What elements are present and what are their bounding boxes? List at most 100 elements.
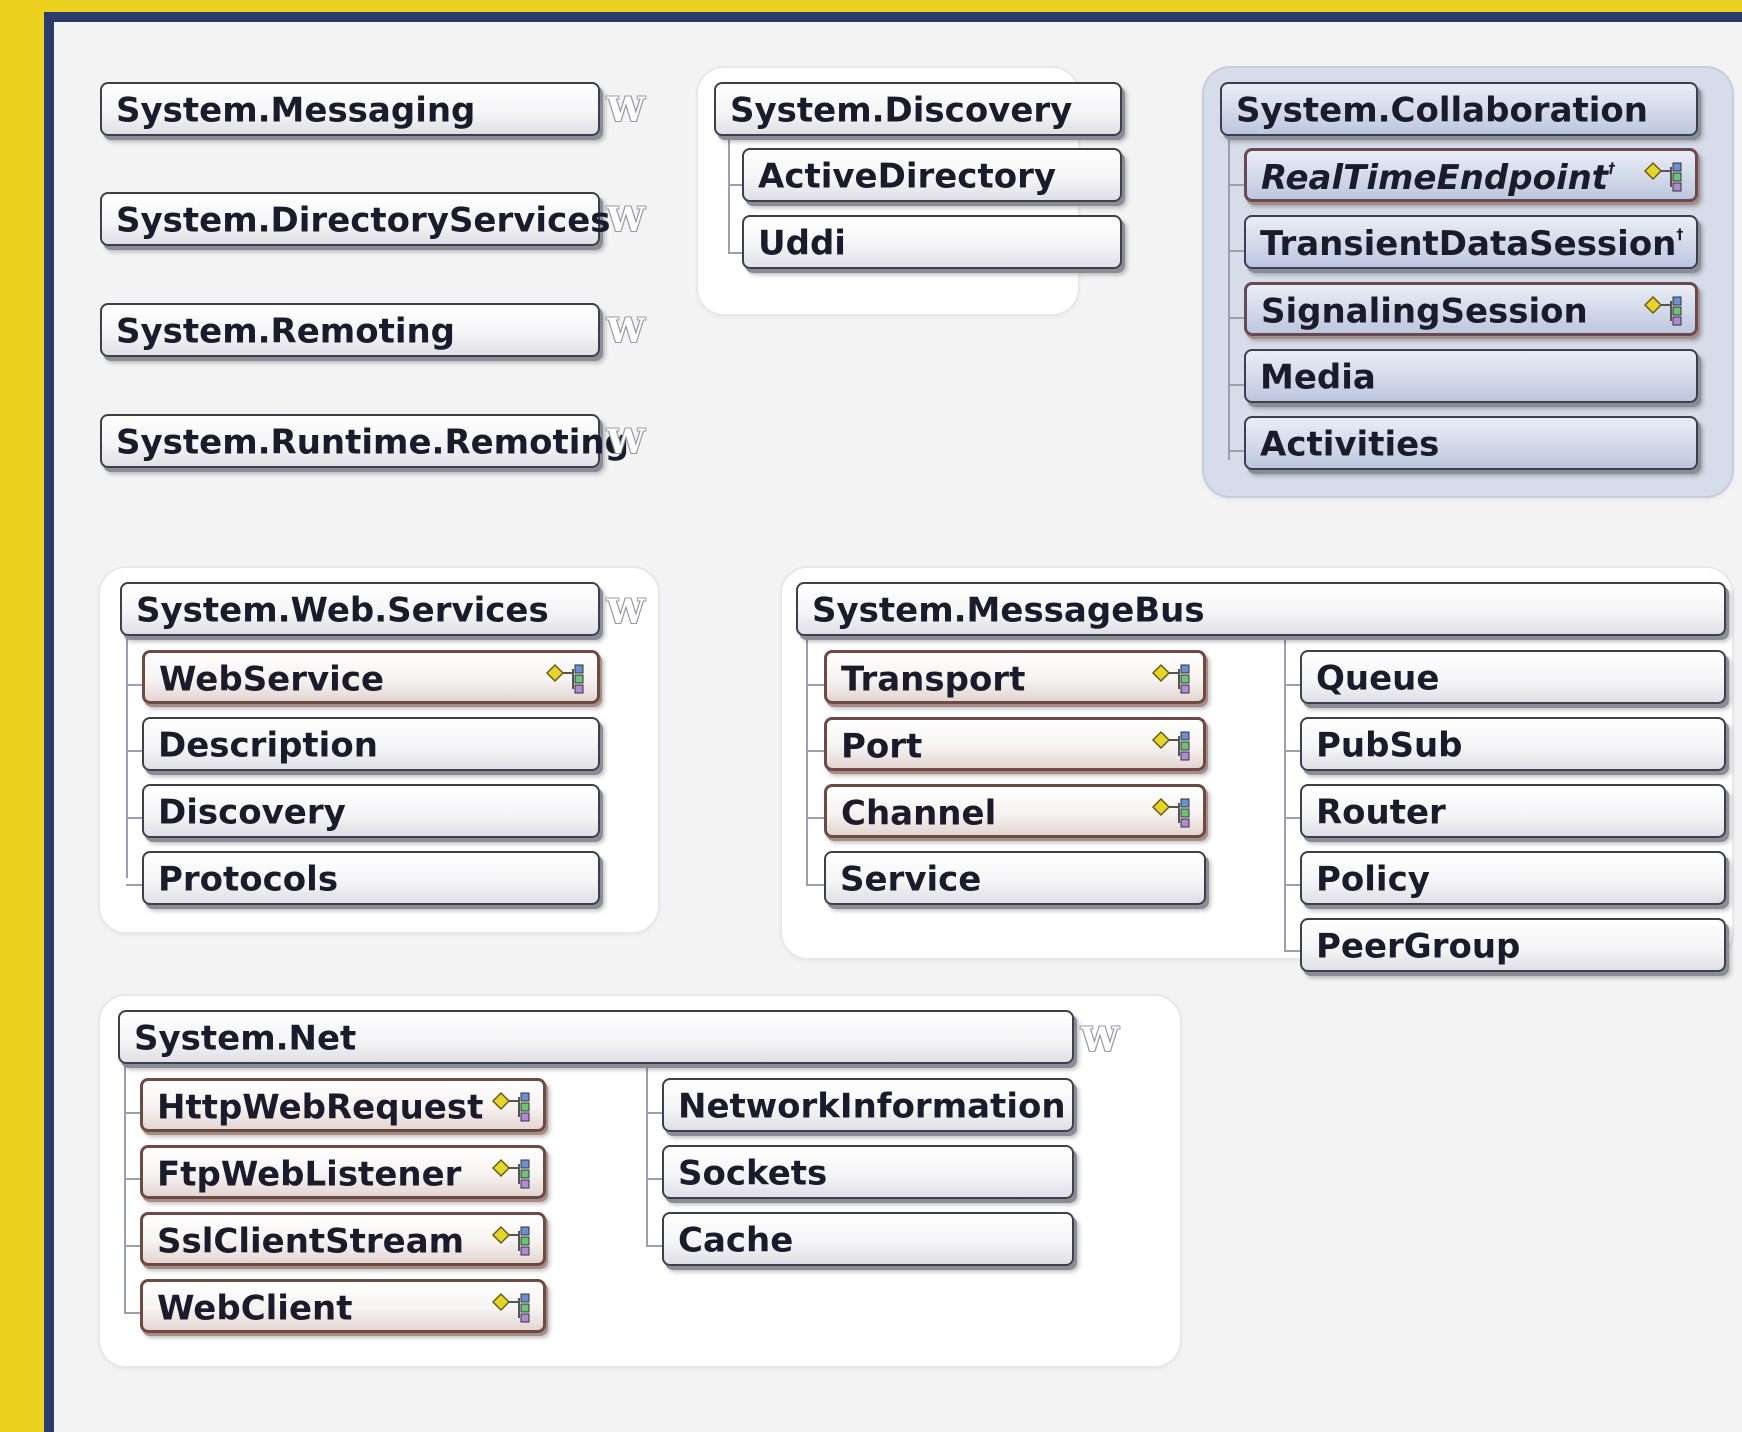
namespace-realtimeendpoint[interactable]: RealTimeEndpoint† xyxy=(1244,148,1698,202)
namespace-system-collaboration[interactable]: System.Collaboration xyxy=(1220,82,1698,136)
tree-line-discovery xyxy=(728,184,742,186)
class-icon xyxy=(1151,663,1190,694)
namespace-webclient[interactable]: WebClient xyxy=(140,1279,546,1333)
namespace-sslclientstream[interactable]: SslClientStream xyxy=(140,1212,546,1266)
namespace-sockets[interactable]: Sockets xyxy=(662,1145,1074,1199)
namespace-activedirectory[interactable]: ActiveDirectory xyxy=(742,148,1122,202)
tree-line-message-bus xyxy=(806,817,824,819)
namespace-label: System.Messaging xyxy=(116,90,476,131)
namespace-label: Description xyxy=(158,725,378,766)
namespace-transientdatasession[interactable]: TransientDataSession† xyxy=(1244,215,1698,269)
tree-line-collaboration xyxy=(1228,450,1244,452)
namespace-ftpweblistener[interactable]: FtpWebListener xyxy=(140,1145,546,1199)
tree-line-web-services xyxy=(126,750,142,752)
diagram-canvas: System.Messaging W System.DirectoryServi… xyxy=(44,12,1742,1432)
namespace-label: Queue xyxy=(1316,658,1440,699)
tree-line-message-bus xyxy=(1284,950,1300,952)
namespace-transport[interactable]: Transport xyxy=(824,650,1206,704)
namespace-pubsub[interactable]: PubSub xyxy=(1300,717,1726,771)
namespace-label: System.Remoting xyxy=(116,311,456,352)
tree-line-net xyxy=(124,1312,140,1314)
namespace-label: Discovery xyxy=(158,792,346,833)
namespace-system-web-services[interactable]: System.Web.Services xyxy=(120,582,600,636)
namespace-label: TransientDataSession† xyxy=(1260,224,1683,264)
namespace-service[interactable]: Service xyxy=(824,851,1206,905)
namespace-media[interactable]: Media xyxy=(1244,349,1698,403)
namespace-httpwebrequest[interactable]: HttpWebRequest xyxy=(140,1078,546,1132)
class-icon xyxy=(491,1158,530,1189)
tree-line-web-services xyxy=(126,638,128,878)
tree-line-collaboration xyxy=(1228,250,1244,252)
namespace-protocols[interactable]: Protocols xyxy=(142,851,600,905)
namespace-label: PeerGroup xyxy=(1316,926,1521,967)
tree-line-message-bus xyxy=(806,884,824,886)
tree-line-net xyxy=(124,1245,140,1247)
namespace-system-runtime-remoting[interactable]: System.Runtime.Remoting xyxy=(100,414,629,468)
namespace-signalingsession[interactable]: SignalingSession xyxy=(1244,282,1698,336)
namespace-label: PubSub xyxy=(1316,725,1463,766)
namespace-label: System.Runtime.Remoting xyxy=(116,422,629,463)
namespace-label-text: TransientDataSession xyxy=(1260,223,1677,264)
namespace-networkinformation[interactable]: NetworkInformation xyxy=(662,1078,1074,1132)
namespace-label: System.DirectoryServices xyxy=(116,200,611,241)
namespace-policy[interactable]: Policy xyxy=(1300,851,1726,905)
namespace-cache[interactable]: Cache xyxy=(662,1212,1074,1266)
class-icon xyxy=(1643,161,1682,192)
namespace-label: FtpWebListener xyxy=(157,1154,462,1195)
namespace-system-messaging[interactable]: System.Messaging xyxy=(100,82,600,136)
tree-line-message-bus xyxy=(1284,817,1300,819)
namespace-system-directoryservices[interactable]: System.DirectoryServices xyxy=(100,192,611,246)
class-icon xyxy=(491,1292,530,1323)
tree-line-message-bus xyxy=(806,684,824,686)
dagger-mark: † xyxy=(1676,226,1684,243)
namespace-label: Protocols xyxy=(158,859,339,900)
namespace-label: System.Net xyxy=(134,1018,357,1059)
namespace-webservice[interactable]: WebService xyxy=(142,650,600,704)
tree-line-web-services xyxy=(126,684,142,686)
tree-line-message-bus xyxy=(1284,638,1286,950)
namespace-port[interactable]: Port xyxy=(824,717,1206,771)
namespace-system-messagebus[interactable]: System.MessageBus xyxy=(796,582,1726,636)
namespace-router[interactable]: Router xyxy=(1300,784,1726,838)
namespace-channel[interactable]: Channel xyxy=(824,784,1206,838)
class-icon xyxy=(545,663,584,694)
tree-line-collaboration xyxy=(1228,384,1244,386)
tree-line-collaboration xyxy=(1228,140,1230,460)
namespace-label: NetworkInformation xyxy=(678,1086,1066,1127)
namespace-label: WebService xyxy=(159,659,385,700)
class-icon xyxy=(1151,730,1190,761)
namespace-system-discovery[interactable]: System.Discovery xyxy=(714,82,1122,136)
namespace-label: Uddi xyxy=(758,223,846,264)
namespace-discovery[interactable]: Discovery xyxy=(142,784,600,838)
tree-line-collaboration xyxy=(1228,184,1244,186)
namespace-activities[interactable]: Activities xyxy=(1244,416,1698,470)
namespace-description[interactable]: Description xyxy=(142,717,600,771)
tree-line-discovery xyxy=(728,252,742,254)
tree-line-web-services xyxy=(126,884,142,886)
namespace-queue[interactable]: Queue xyxy=(1300,650,1726,704)
namespace-label: Channel xyxy=(841,793,997,834)
namespace-label: Activities xyxy=(1260,424,1440,465)
namespace-label: System.MessageBus xyxy=(812,590,1205,631)
tree-line-net xyxy=(124,1112,140,1114)
w-mark-icon: W xyxy=(606,422,646,462)
namespace-system-net[interactable]: System.Net xyxy=(118,1010,1074,1064)
namespace-label: Service xyxy=(840,859,982,900)
tree-line-collaboration xyxy=(1228,317,1244,319)
tree-line-message-bus xyxy=(1284,684,1300,686)
tree-line-discovery xyxy=(728,140,730,254)
w-mark-icon: W xyxy=(606,90,646,130)
tree-line-net xyxy=(646,1112,662,1114)
namespace-system-remoting[interactable]: System.Remoting xyxy=(100,303,600,357)
namespace-uddi[interactable]: Uddi xyxy=(742,215,1122,269)
namespace-label: Policy xyxy=(1316,859,1430,900)
namespace-label: Media xyxy=(1260,357,1376,398)
namespace-label: SslClientStream xyxy=(157,1221,465,1262)
class-icon xyxy=(491,1091,530,1122)
namespace-label: Sockets xyxy=(678,1153,828,1194)
class-icon xyxy=(491,1225,530,1256)
namespace-label: SignalingSession xyxy=(1261,291,1588,332)
namespace-label-text: RealTimeEndpoint xyxy=(1261,157,1609,198)
class-icon xyxy=(1643,295,1682,326)
namespace-peergroup[interactable]: PeerGroup xyxy=(1300,918,1726,972)
